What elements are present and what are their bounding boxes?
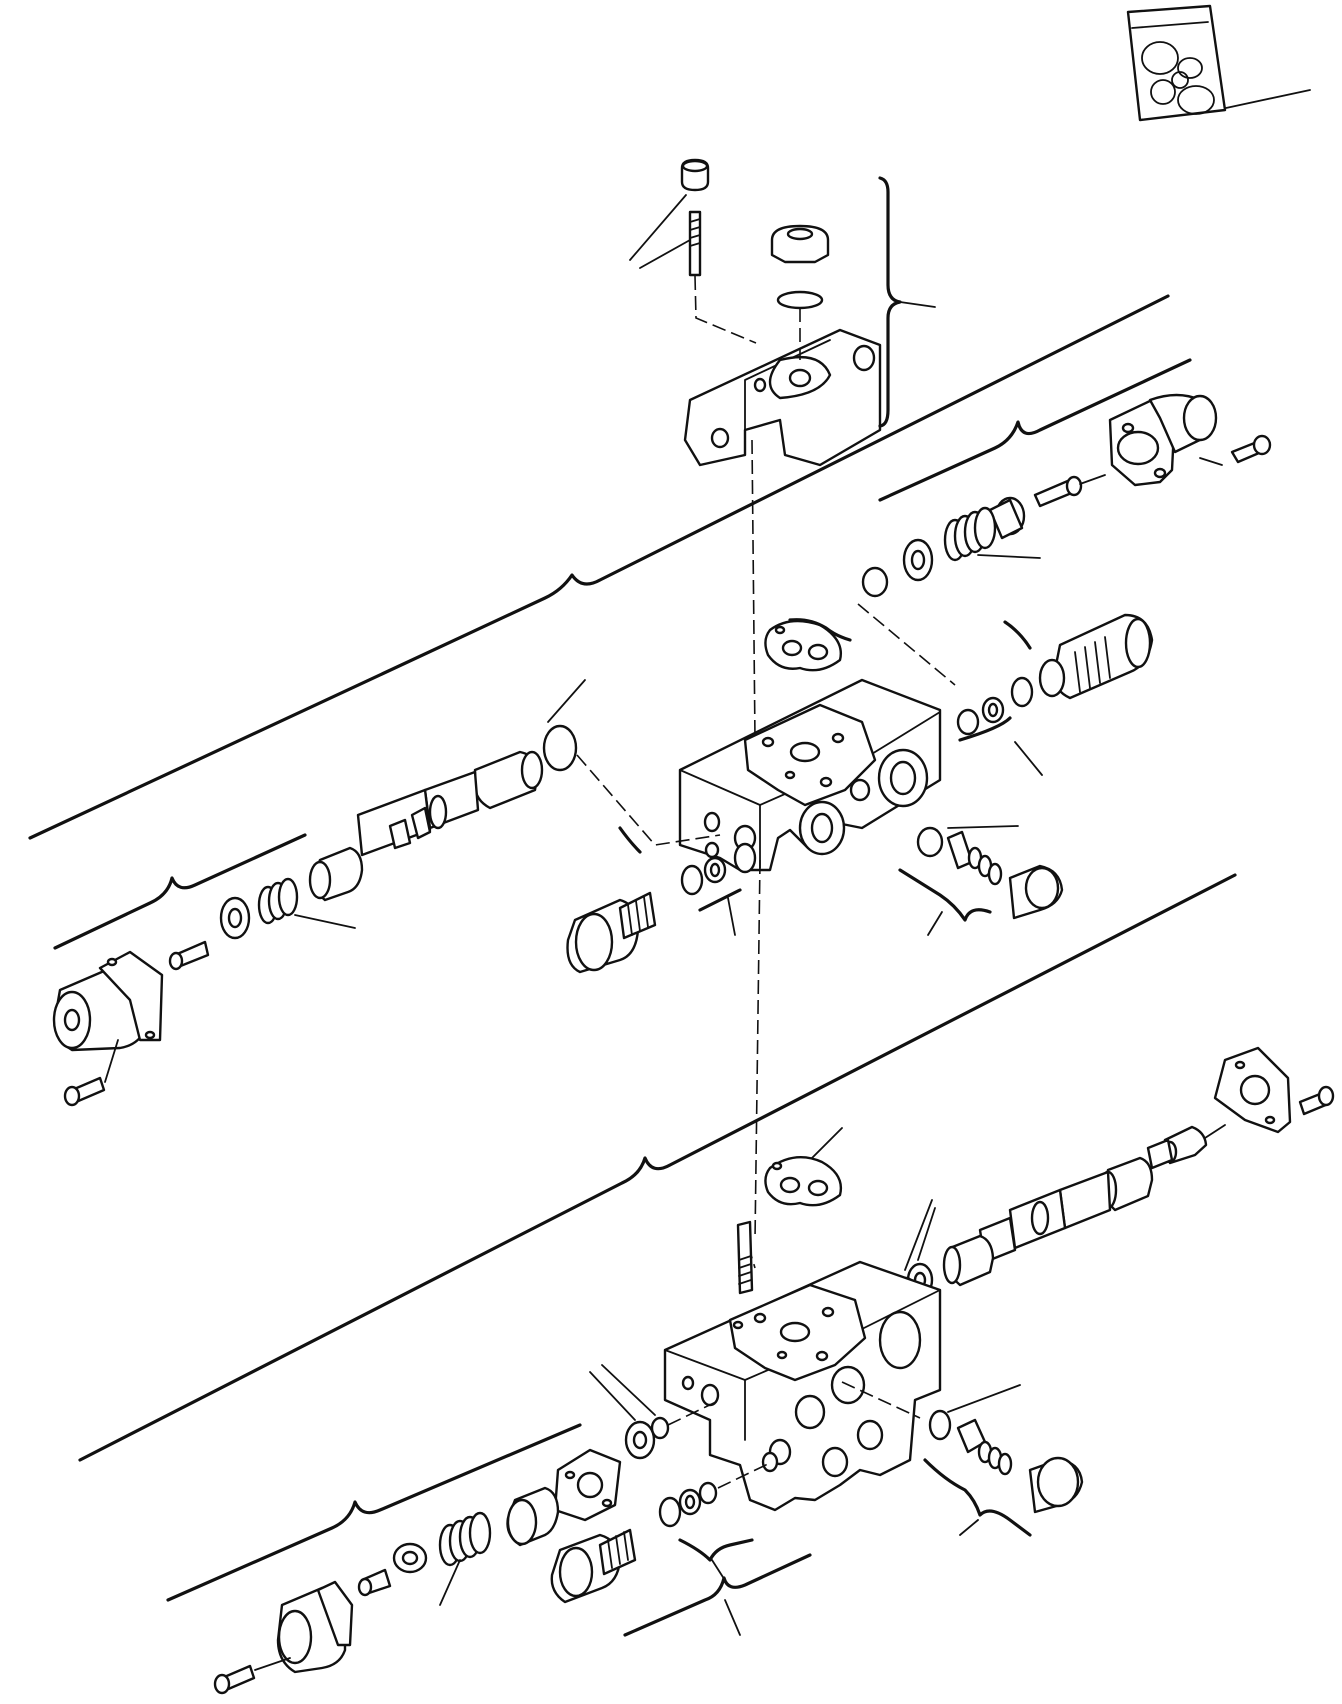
brace-lower-left xyxy=(166,1423,582,1602)
lower-right-bolt xyxy=(1298,1085,1335,1116)
middle-spool-seat xyxy=(219,896,251,940)
brace-relief-valve xyxy=(958,620,1032,742)
middle-spool-screw xyxy=(168,940,210,971)
right-upper-washer xyxy=(902,538,934,582)
lower-right-end-plate xyxy=(1213,1046,1292,1134)
top-bracket-assembly xyxy=(629,158,882,467)
brace-gasket-middle xyxy=(788,618,852,642)
middle-spool-spring xyxy=(257,877,356,929)
lower-left-flange-plate xyxy=(553,1448,622,1522)
brace-right-upper xyxy=(878,358,1192,502)
gasket-middle xyxy=(764,619,842,672)
brace-bottom-left xyxy=(623,1553,812,1637)
brace-long-middle xyxy=(78,873,1237,1462)
right-upper-oring xyxy=(861,566,889,598)
middle-check-valve xyxy=(916,826,1064,920)
lower-left-screw xyxy=(357,1568,392,1597)
lower-left-bolt xyxy=(213,1657,291,1695)
brace-long-upper xyxy=(28,294,1170,840)
seal-kit-packet xyxy=(1126,4,1311,122)
lower-right-connector xyxy=(1146,1124,1226,1170)
middle-spool xyxy=(356,750,544,857)
middle-valve-body xyxy=(678,678,942,872)
lower-valve-body xyxy=(663,1260,942,1512)
brace-left-middle xyxy=(53,833,307,950)
lower-left-spring xyxy=(438,1511,492,1606)
brace-middle-relief xyxy=(618,826,742,912)
lower-small-relief xyxy=(550,1481,718,1604)
middle-left-end-cap xyxy=(52,950,164,1052)
right-upper-small-screw xyxy=(1033,474,1106,508)
brace-check-valve xyxy=(898,868,992,922)
lower-right-spool-end xyxy=(942,1234,995,1287)
leader-middle-oring xyxy=(547,679,586,723)
lower-left-end-cap xyxy=(276,1580,354,1674)
middle-spool-oring xyxy=(542,724,578,772)
lower-left-seat xyxy=(392,1542,428,1574)
right-upper-bolt xyxy=(1199,434,1272,466)
lower-left-spool xyxy=(506,1486,560,1547)
gasket-lower xyxy=(764,1156,843,1207)
brace-top-bracket xyxy=(878,176,902,428)
brace-lower-small-relief xyxy=(678,1538,754,1562)
right-relief-valve xyxy=(956,613,1154,736)
middle-left-relief-valve xyxy=(566,842,757,974)
right-upper-end-cap xyxy=(1108,393,1218,487)
right-upper-spring-seat xyxy=(988,496,1026,540)
lower-stud xyxy=(736,1220,754,1295)
lower-left-oring-pair xyxy=(624,1416,670,1460)
lower-right-spool xyxy=(978,1156,1154,1264)
lower-check-valve xyxy=(928,1409,1084,1514)
brace-lower-check xyxy=(923,1458,1032,1537)
middle-spool-end xyxy=(308,846,364,902)
right-upper-spring xyxy=(943,506,997,562)
alignment-line-vertical xyxy=(751,439,761,1241)
middle-left-bolt xyxy=(63,1039,119,1107)
